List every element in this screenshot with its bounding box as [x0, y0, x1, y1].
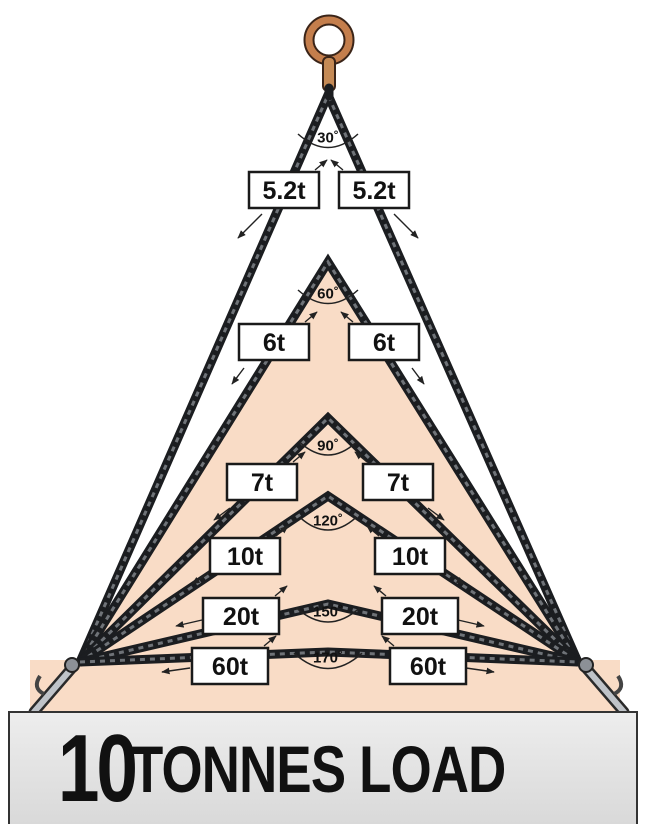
tension-value: 10t: [227, 543, 264, 571]
tension-value: 7t: [251, 469, 274, 497]
tension-label-right: 60t: [390, 648, 466, 684]
master-ring-icon: [309, 20, 349, 91]
angle-label: 150˚: [313, 604, 343, 621]
arrow-icon: [394, 214, 418, 238]
arrow-icon: [315, 160, 327, 170]
angle-label: 60˚: [317, 286, 339, 303]
tension-value: 5.2t: [262, 177, 306, 205]
arrow-icon: [412, 368, 424, 384]
load-weight-number: 10: [57, 714, 134, 824]
tension-label-left: 6t: [239, 324, 309, 360]
tension-label-left: 60t: [192, 648, 268, 684]
tension-label-left: 5.2t: [249, 172, 319, 208]
arrow-icon: [331, 160, 343, 170]
sling-angle-diagram: 30˚ 60˚ 90˚ 120˚ 150˚ 170˚ 5.2t 5.2t 6t 6t 7t 7t 10…: [0, 0, 647, 712]
tension-value: 60t: [410, 653, 447, 681]
tension-label-left: 7t: [227, 464, 297, 500]
arrow-icon: [238, 214, 262, 238]
tension-label-left: 20t: [203, 598, 279, 634]
load-weight-text: TONNES LOAD: [131, 731, 506, 807]
tension-value: 10t: [392, 543, 429, 571]
angle-label: 90˚: [317, 438, 339, 455]
arrow-icon: [232, 368, 244, 384]
tension-label-right: 5.2t: [339, 172, 409, 208]
angle-label: 120˚: [313, 513, 343, 530]
tension-value: 20t: [223, 603, 260, 631]
tension-value: 20t: [402, 603, 439, 631]
tension-value: 5.2t: [352, 177, 396, 205]
tension-label-right: 10t: [375, 538, 445, 574]
tension-label-right: 20t: [382, 598, 458, 634]
load-banner: 10 TONNES LOAD: [8, 711, 638, 824]
tension-value: 6t: [263, 329, 286, 357]
angle-label: 170˚: [313, 650, 343, 667]
tension-label-right: 7t: [363, 464, 433, 500]
angle-label: 30˚: [317, 130, 339, 147]
tension-value: 6t: [373, 329, 396, 357]
tension-value: 60t: [212, 653, 249, 681]
tension-label-right: 6t: [349, 324, 419, 360]
tension-value: 7t: [387, 469, 410, 497]
tension-label-left: 10t: [210, 538, 280, 574]
